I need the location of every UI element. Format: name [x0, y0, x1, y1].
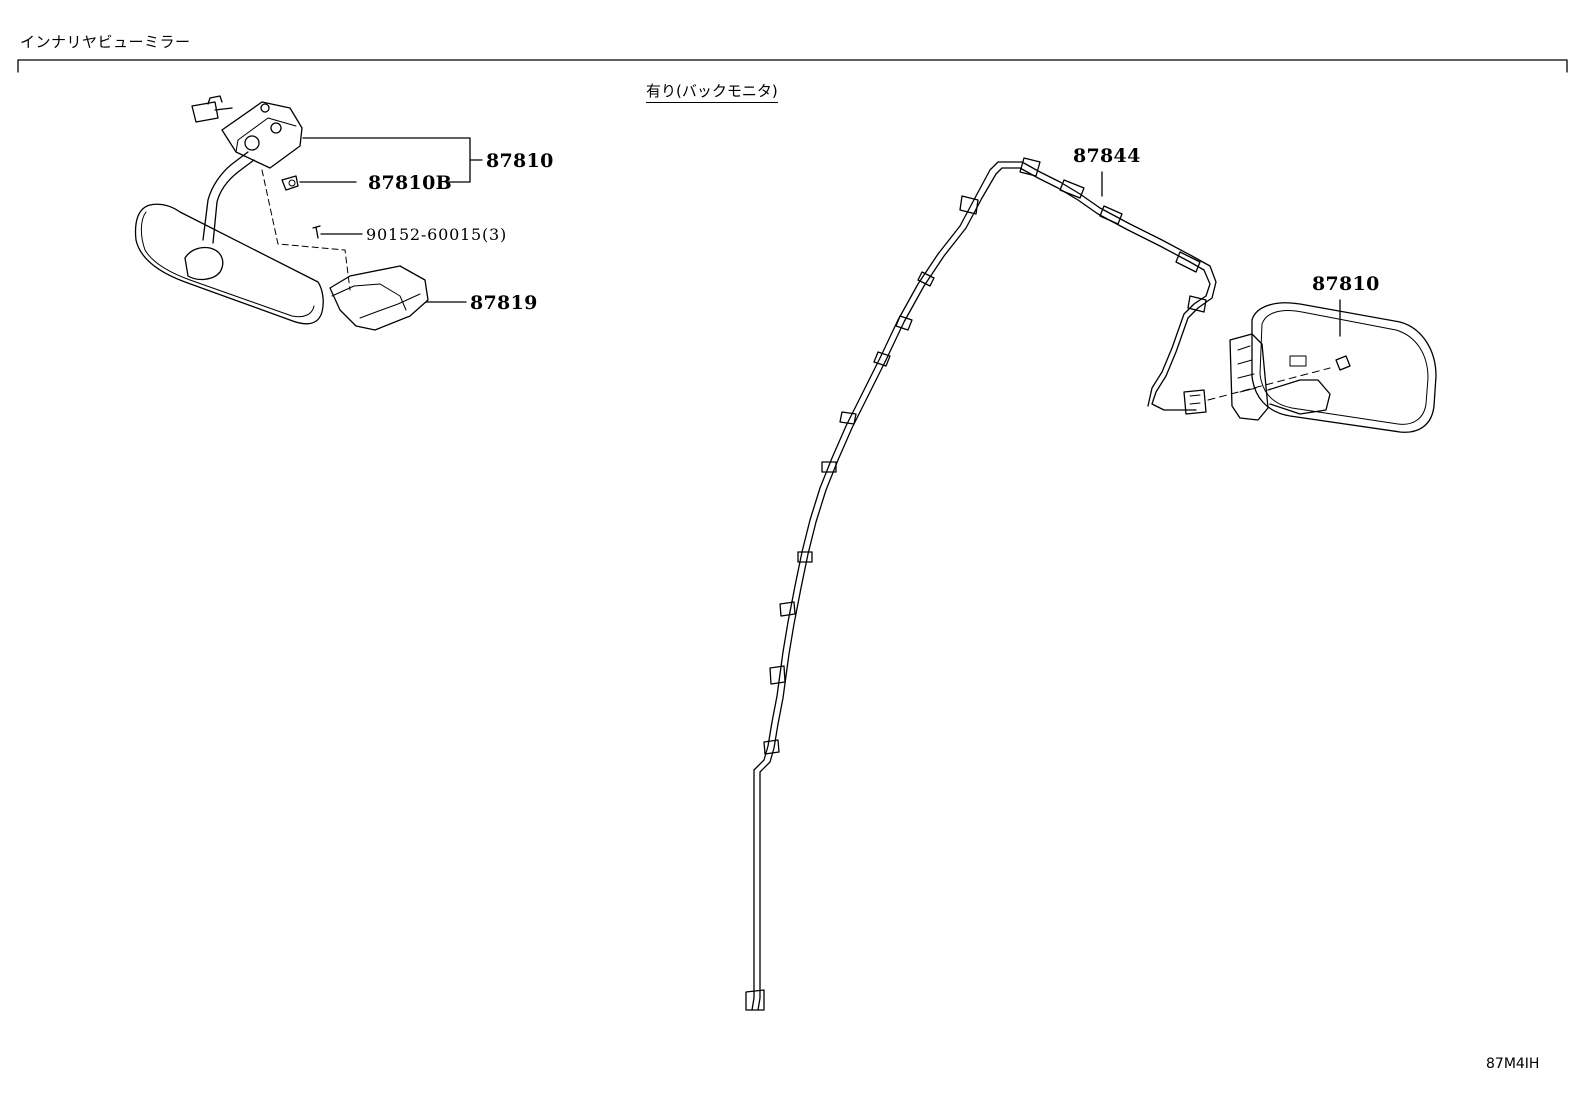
part-number-87810-left[interactable]: 87810 — [486, 150, 554, 172]
section-frame — [17, 59, 1568, 73]
part-number-87810-right[interactable]: 87810 — [1312, 273, 1380, 295]
variant-label: 有り(バックモニタ) — [646, 80, 778, 103]
part-number-87810b[interactable]: 87810B — [368, 172, 452, 194]
wire-harness — [745, 157, 1217, 1011]
part-number-87844[interactable]: 87844 — [1073, 145, 1141, 167]
illustration-code: 87M4IH — [1486, 1056, 1540, 1072]
part-number-screw[interactable]: 90152-60015(3) — [366, 225, 508, 244]
mirror-assembly-left — [134, 95, 429, 331]
part-number-87819[interactable]: 87819 — [470, 292, 538, 314]
section-title: インナリヤビューミラー — [20, 33, 191, 51]
mirror-assembly-right — [1207, 302, 1437, 433]
leader-lines-right — [1101, 171, 1341, 337]
leader-lines-left — [299, 137, 483, 303]
